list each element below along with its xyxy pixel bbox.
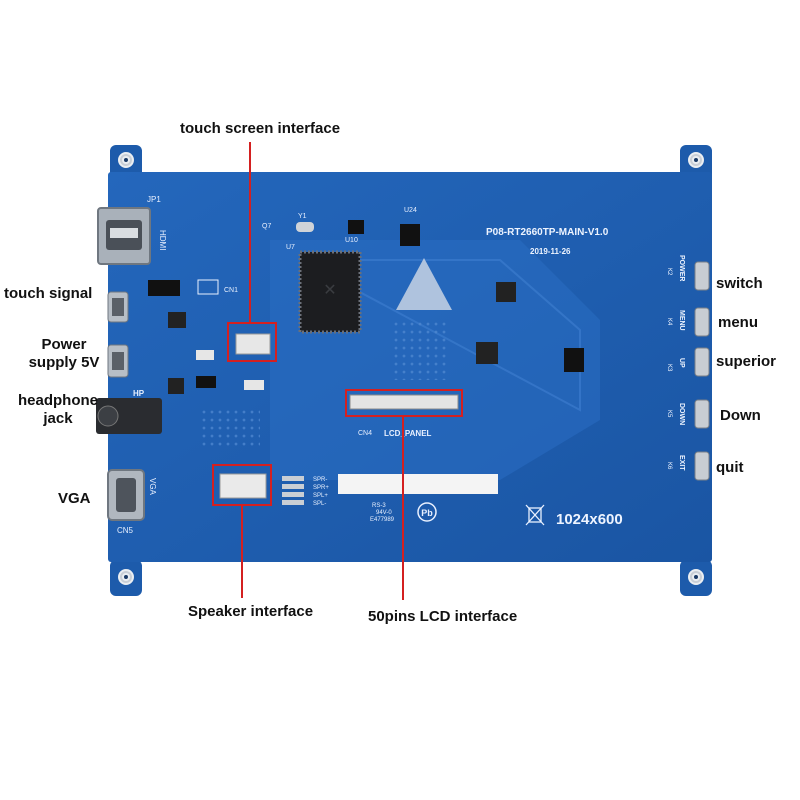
ic-u2 (148, 280, 180, 296)
callout-menu: menu (718, 314, 759, 331)
inductor-l1 (168, 312, 186, 328)
callout-power-line2: supply 5V (28, 354, 100, 371)
y1-label: Y1 (298, 213, 307, 220)
button-up (694, 347, 710, 377)
btn-silk-menu: MENU (678, 310, 685, 331)
inductor-l7 (496, 282, 516, 302)
board-model-label: P08-RT2660TP-MAIN-V1.0 (486, 227, 609, 238)
cn1-label: CN1 (224, 287, 238, 294)
btn-ref-k3: K3 (666, 364, 672, 372)
hp-silk-label: HP (133, 389, 145, 398)
q7-label: Q7 (262, 223, 271, 230)
callout-touch-signal: touch signal (4, 285, 93, 302)
hdmi-port (97, 207, 151, 265)
part-white-1 (196, 350, 214, 360)
touch-screen-highlight (227, 322, 277, 362)
footprint-cn1 (197, 279, 219, 295)
via-field-2 (200, 410, 260, 450)
callout-power-supply: Power supply 5V (22, 336, 106, 372)
button-menu (694, 307, 710, 337)
u10-label: U10 (345, 237, 358, 244)
spk-pin-label: SPL+ (313, 493, 328, 499)
svg-text:Pb: Pb (421, 508, 433, 518)
weee-bin-icon (525, 504, 545, 526)
spk-pin-label: SPL- (313, 501, 326, 507)
logo-triangle (396, 258, 452, 310)
touch-screen-connector (235, 333, 271, 355)
label-sticker (338, 474, 498, 494)
speaker-pin-labels: SPR- SPR+ SPL+ SPL- (313, 477, 329, 507)
btn-silk-exit: EXIT (678, 455, 685, 471)
callout-superior: superior (716, 353, 777, 370)
lcd-panel-silk-label: LCD_PANEL (384, 429, 432, 438)
hdmi-silk-label: HDMI (158, 230, 167, 250)
cn5-label: CN5 (117, 526, 134, 535)
btn-ref-k6: K6 (666, 462, 672, 470)
headphone-jack-port (96, 398, 162, 434)
via-field (390, 320, 450, 380)
cert-94v: 94V-0 (376, 510, 392, 516)
mount-holes (118, 152, 704, 585)
callout-switch: switch (716, 275, 763, 292)
usb-touch-port (107, 291, 129, 323)
callout-lcd-interface: 50pins LCD interface (368, 608, 518, 625)
board-date-label: 2019-11-26 (530, 247, 571, 256)
u24-label: U24 (404, 207, 417, 214)
btn-silk-power: POWER (678, 255, 685, 281)
main-chip-u7: ✕ (298, 250, 362, 334)
vga-port (107, 469, 145, 521)
speaker-connector (219, 473, 267, 499)
ic-u4 (196, 376, 216, 388)
btn-silk-up: UP (678, 358, 685, 368)
crystal-y1 (296, 222, 314, 232)
inductor-l3 (476, 342, 498, 364)
button-power (694, 261, 710, 291)
btn-ref-k4: K4 (666, 318, 672, 326)
ic-right (564, 348, 584, 372)
callout-touch-screen-interface: touch screen interface (180, 120, 341, 137)
vga-silk-label: VGA (148, 478, 157, 496)
lcd-fpc-connector (349, 394, 459, 410)
leader-lines (241, 142, 404, 600)
btn-ref-k2: K2 (666, 268, 672, 276)
cn4-label: CN4 (358, 430, 372, 437)
usb-power-port (107, 344, 129, 378)
callout-power-line1: Power (41, 336, 87, 353)
button-down (694, 399, 710, 429)
ic-u10 (348, 220, 364, 234)
jp1-label: JP1 (147, 195, 161, 204)
inductor-l2 (168, 378, 184, 394)
svg-text:✕: ✕ (323, 282, 336, 299)
callout-headphone-line2: jack (43, 410, 73, 427)
cert-rs: RS-3 (372, 503, 386, 509)
spk-pin-label: SPR- (313, 477, 327, 483)
cert-e-number: E477989 (370, 517, 395, 523)
speaker-pads (282, 476, 304, 505)
resolution-label: 1024x600 (556, 511, 623, 528)
callout-speaker-interface: Speaker interface (188, 603, 314, 620)
callout-quit: quit (716, 459, 744, 476)
button-exit (694, 451, 710, 481)
btn-ref-k5: K5 (666, 410, 672, 418)
btn-silk-down: DOWN (678, 403, 685, 425)
pb-free-icon: Pb (417, 502, 437, 522)
callout-headphone-jack: headphone jack (8, 392, 108, 428)
callout-vga: VGA (58, 490, 91, 507)
u7-label: U7 (286, 244, 295, 251)
spk-pin-label: SPR+ (313, 485, 329, 491)
part-white-2 (244, 380, 264, 390)
ic-u24 (400, 224, 420, 246)
callout-down: Down (720, 407, 761, 424)
callout-headphone-line1: headphone (17, 392, 98, 409)
